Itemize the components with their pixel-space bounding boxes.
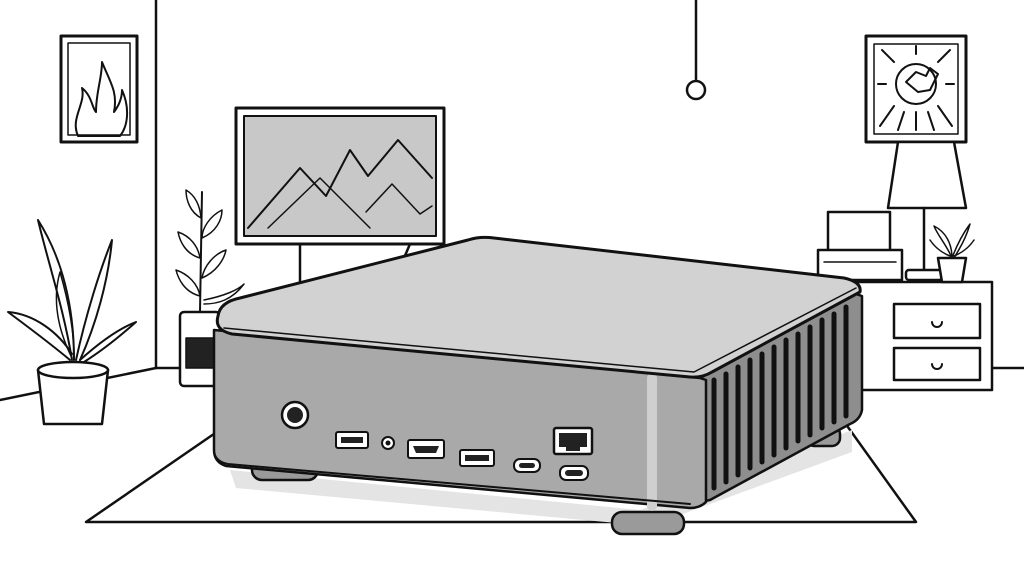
front-io-ports: [280, 400, 594, 481]
monitor: [234, 106, 446, 284]
framed-picture-left: [59, 34, 139, 144]
usb-c-port-icon: [559, 465, 589, 481]
usb-c-port-icon: [513, 458, 541, 473]
power-button-icon: [280, 400, 310, 430]
mountain-icon: [247, 139, 433, 229]
flame-icon: [74, 61, 128, 137]
audio-jack-icon: [381, 436, 395, 450]
framed-picture-right: [864, 34, 968, 144]
potted-plant-left: [7, 219, 137, 426]
usb-a-port-icon: [335, 431, 369, 449]
small-plant: [929, 223, 975, 284]
device-foot: [610, 510, 686, 536]
side-vent-grille: [711, 304, 849, 491]
mini-pc: [212, 235, 864, 536]
table-lamp: [886, 140, 968, 282]
pendant-lamp: [685, 0, 707, 101]
sun-icon: [877, 45, 955, 131]
printer: [816, 210, 904, 282]
ethernet-port-icon: [552, 426, 594, 456]
hdmi-port-icon: [407, 439, 445, 459]
drawer-cabinet: [850, 280, 994, 392]
usb-a-port-icon: [459, 449, 495, 467]
